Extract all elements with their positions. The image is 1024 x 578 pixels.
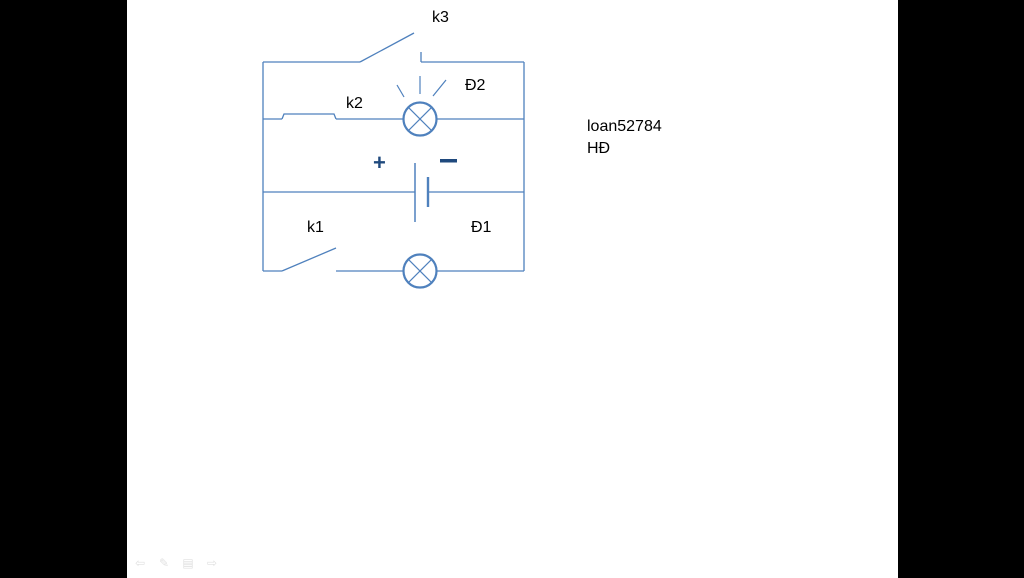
- switch-k1: [281, 247, 337, 272]
- battery: [414, 163, 430, 222]
- label-k1: k1: [307, 219, 324, 236]
- switch-k3: [359, 32, 415, 63]
- switch-k1-blade: [281, 247, 337, 272]
- lamp-d2: [396, 76, 447, 137]
- label-k3: k3: [432, 9, 449, 26]
- lamp-d1-cross-b: [407, 258, 433, 284]
- lamp-d1: [402, 253, 438, 289]
- author-note-line1: loan52784: [587, 118, 662, 135]
- label-k2: k2: [346, 95, 363, 112]
- circuit-wires: [262, 52, 525, 272]
- slide-menu-icon[interactable]: ▤: [182, 556, 194, 570]
- switch-k3-blade: [359, 32, 415, 63]
- next-slide-icon[interactable]: ⇨: [206, 556, 218, 570]
- author-note-line2: HĐ: [587, 140, 611, 157]
- battery-plus-sign: +: [373, 150, 386, 175]
- battery-minus-sign: [440, 159, 457, 163]
- pen-icon[interactable]: ✎: [158, 556, 170, 570]
- author-note: loan52784 HĐ: [587, 116, 662, 160]
- previous-slide-icon[interactable]: ⇦: [134, 556, 146, 570]
- switch-k2: [281, 113, 337, 120]
- slideshow-controls: ⇦ ✎ ▤ ⇨: [132, 556, 220, 570]
- label-d2: Đ2: [465, 77, 486, 94]
- slide-canvas: [127, 0, 898, 578]
- lamp-d2-glow-right: [432, 79, 447, 97]
- lamp-d2-glow-left: [396, 84, 405, 98]
- label-d1: Đ1: [471, 219, 492, 236]
- switch-k2-blade: [281, 113, 337, 120]
- lamp-d2-cross-b: [407, 106, 433, 132]
